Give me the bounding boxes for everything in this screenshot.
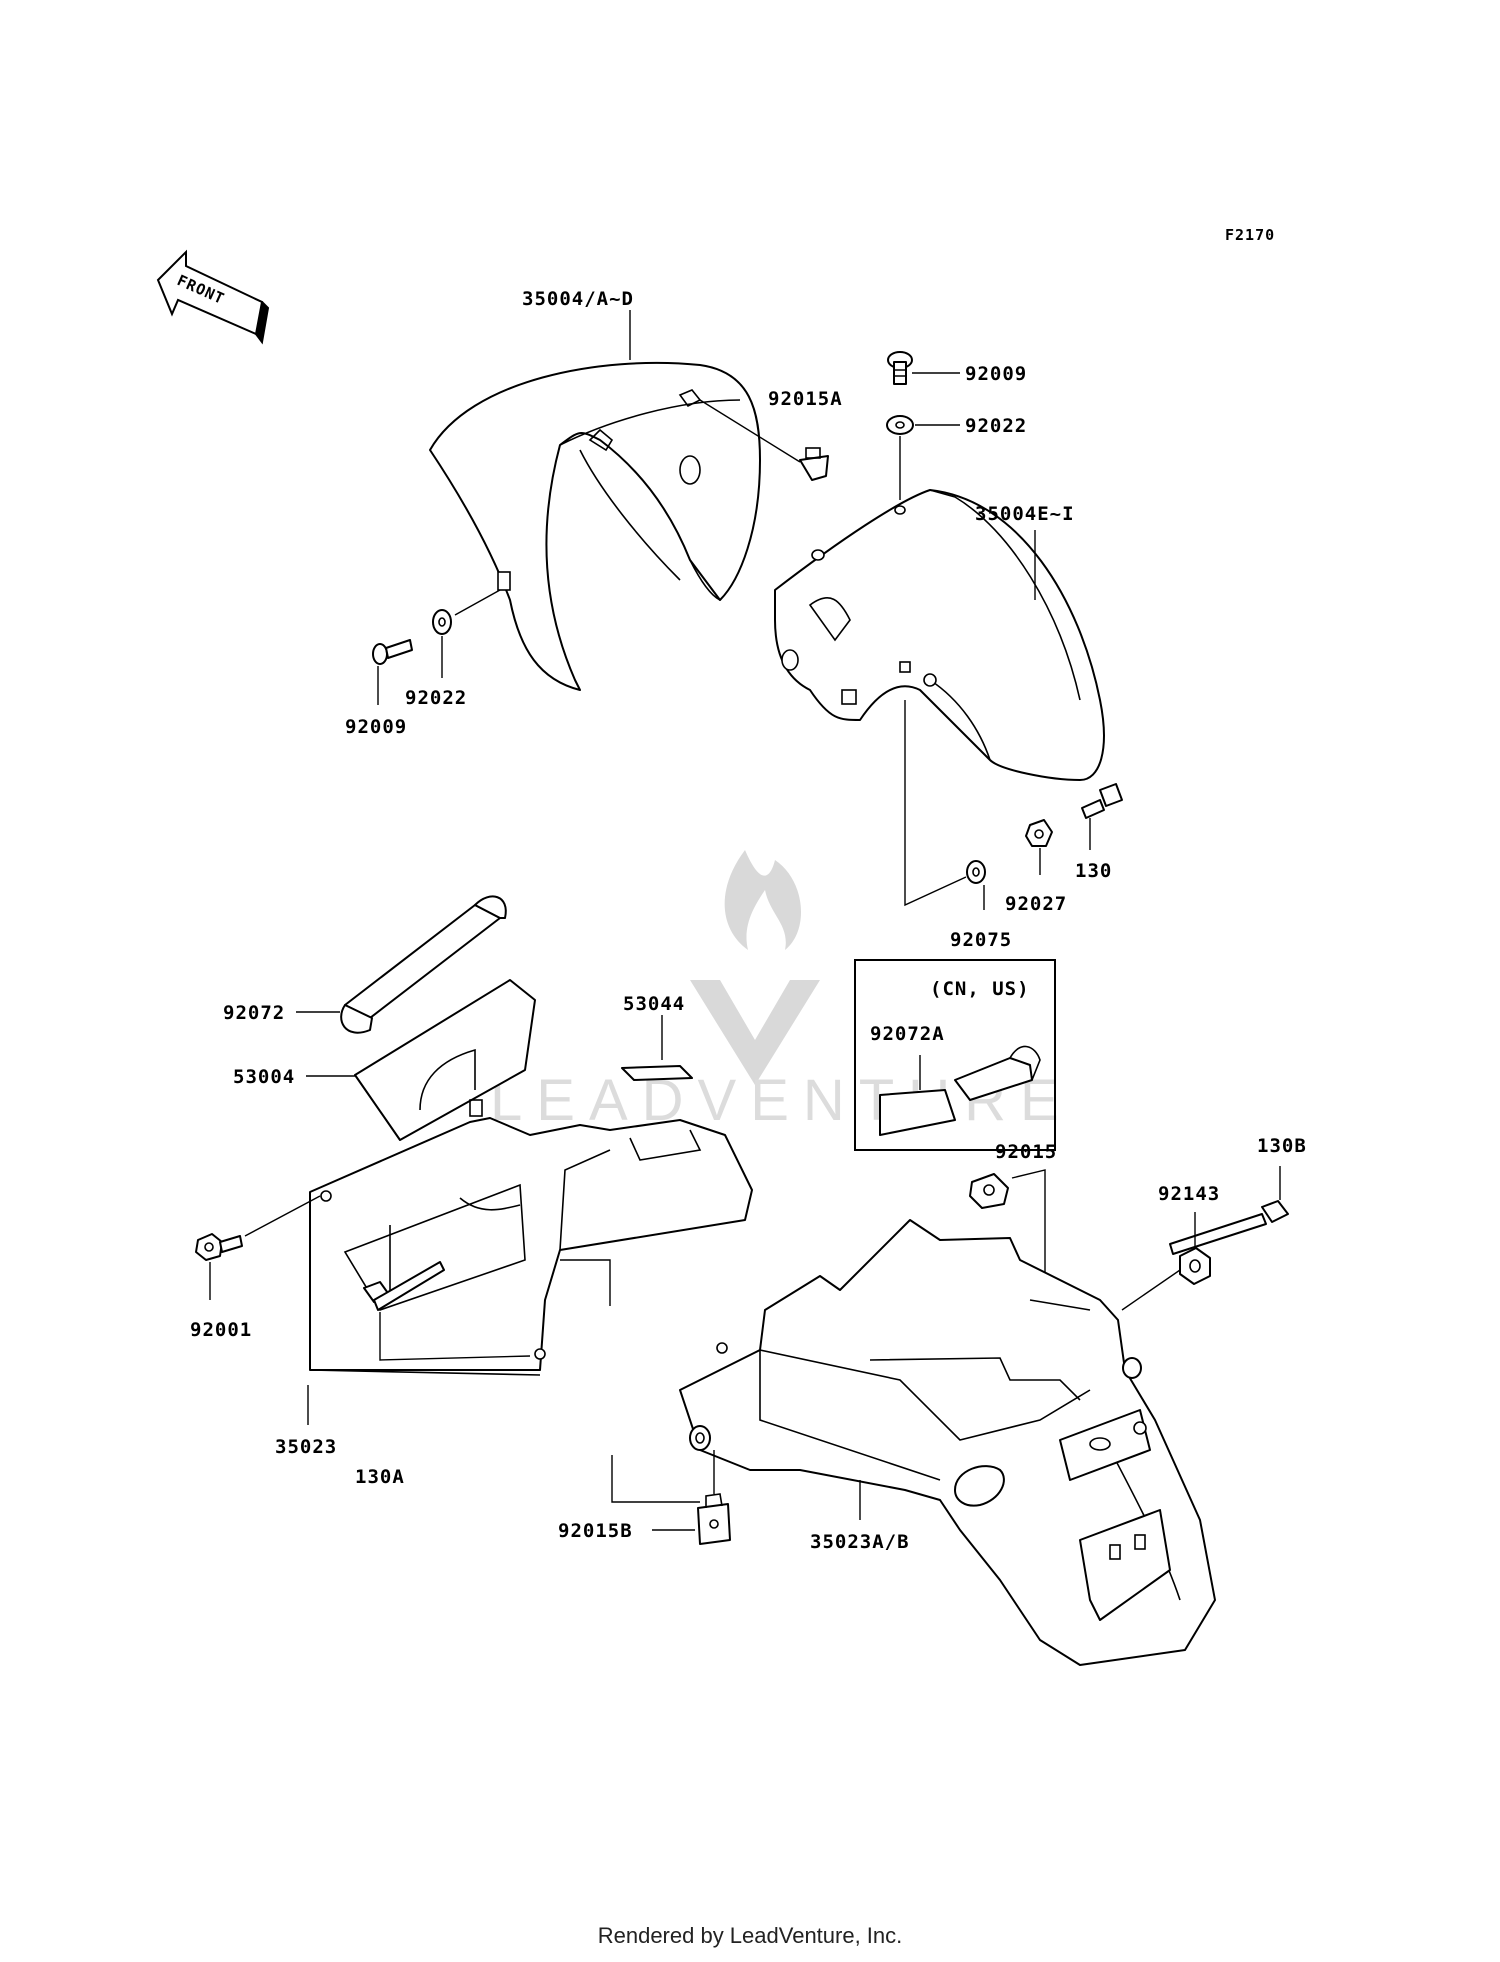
diagram-code: F2170 <box>1225 226 1275 244</box>
label-92072[interactable]: 92072 <box>223 1002 285 1024</box>
label-53004[interactable]: 53004 <box>233 1066 295 1088</box>
label-92015[interactable]: 92015 <box>995 1141 1057 1163</box>
bolt-130a <box>363 1261 445 1311</box>
leader-92015a <box>699 399 801 463</box>
label-35023[interactable]: 35023 <box>275 1436 337 1458</box>
rear-fender-35023-a-b <box>679 1219 1216 1666</box>
render-credit: Rendered by LeadVenture, Inc. <box>597 1923 903 1948</box>
inset-box-cn-us: (CN, US) 92072A <box>854 959 1056 1151</box>
label-35004-a-d[interactable]: 35004/A~D <box>522 288 634 310</box>
leader-130a <box>379 1312 531 1361</box>
bolt-92001 <box>195 1233 243 1261</box>
label-92027[interactable]: 92027 <box>1005 893 1067 915</box>
label-35004-e-i[interactable]: 35004E~I <box>975 503 1075 525</box>
clip-92015b <box>697 1493 731 1545</box>
label-53044[interactable]: 53044 <box>623 993 685 1015</box>
bolt-130b <box>1169 1200 1289 1255</box>
label-92015b[interactable]: 92015B <box>558 1520 633 1542</box>
label-92022-left[interactable]: 92022 <box>405 687 467 709</box>
label-130[interactable]: 130 <box>1075 860 1112 882</box>
bolt-130 <box>1081 783 1123 819</box>
inset-note: (CN, US) <box>930 978 1030 1000</box>
label-92143[interactable]: 92143 <box>1158 1183 1220 1205</box>
front-fender-35004-e-i <box>774 489 1105 781</box>
leader-130a-bracket <box>560 1259 611 1306</box>
strap-92072 <box>340 895 507 1034</box>
leader-92015b-bracket <box>611 1455 700 1503</box>
leader-92001-to-fender <box>244 1195 321 1237</box>
label-35023-a-b[interactable]: 35023A/B <box>810 1531 910 1553</box>
bolt-92009-left <box>372 639 413 665</box>
label-92001[interactable]: 92001 <box>190 1319 252 1341</box>
label-92022-top[interactable]: 92022 <box>965 415 1027 437</box>
label-130b[interactable]: 130B <box>1257 1135 1307 1157</box>
front-fender-35004-a-d <box>429 361 761 691</box>
label-92009-left[interactable]: 92009 <box>345 716 407 738</box>
grommet-92015 <box>969 1173 1009 1209</box>
washer-92022-left <box>432 609 452 635</box>
label-92072a[interactable]: 92072A <box>870 1023 945 1045</box>
bolt-92009-top <box>887 351 913 385</box>
clip-92015a <box>799 447 829 481</box>
label-130a[interactable]: 130A <box>355 1466 405 1488</box>
label-92015a[interactable]: 92015A <box>768 388 843 410</box>
washer-92075 <box>966 860 986 884</box>
label-92009-top[interactable]: 92009 <box>965 363 1027 385</box>
leader-92022-left-to-fender <box>454 589 501 616</box>
nut-92027 <box>1025 819 1053 847</box>
label-92075[interactable]: 92075 <box>950 929 1012 951</box>
collar-92143 <box>1179 1247 1211 1285</box>
plate-53004 <box>354 979 536 1141</box>
leader-92075-bracket <box>904 700 967 907</box>
leader-92143-to-fender <box>1121 1269 1181 1311</box>
washer-92022-top <box>886 415 914 435</box>
pad-53044 <box>621 1065 693 1081</box>
inner-fender-35023 <box>309 1099 753 1376</box>
front-arrow-icon: FRONT <box>156 249 270 345</box>
